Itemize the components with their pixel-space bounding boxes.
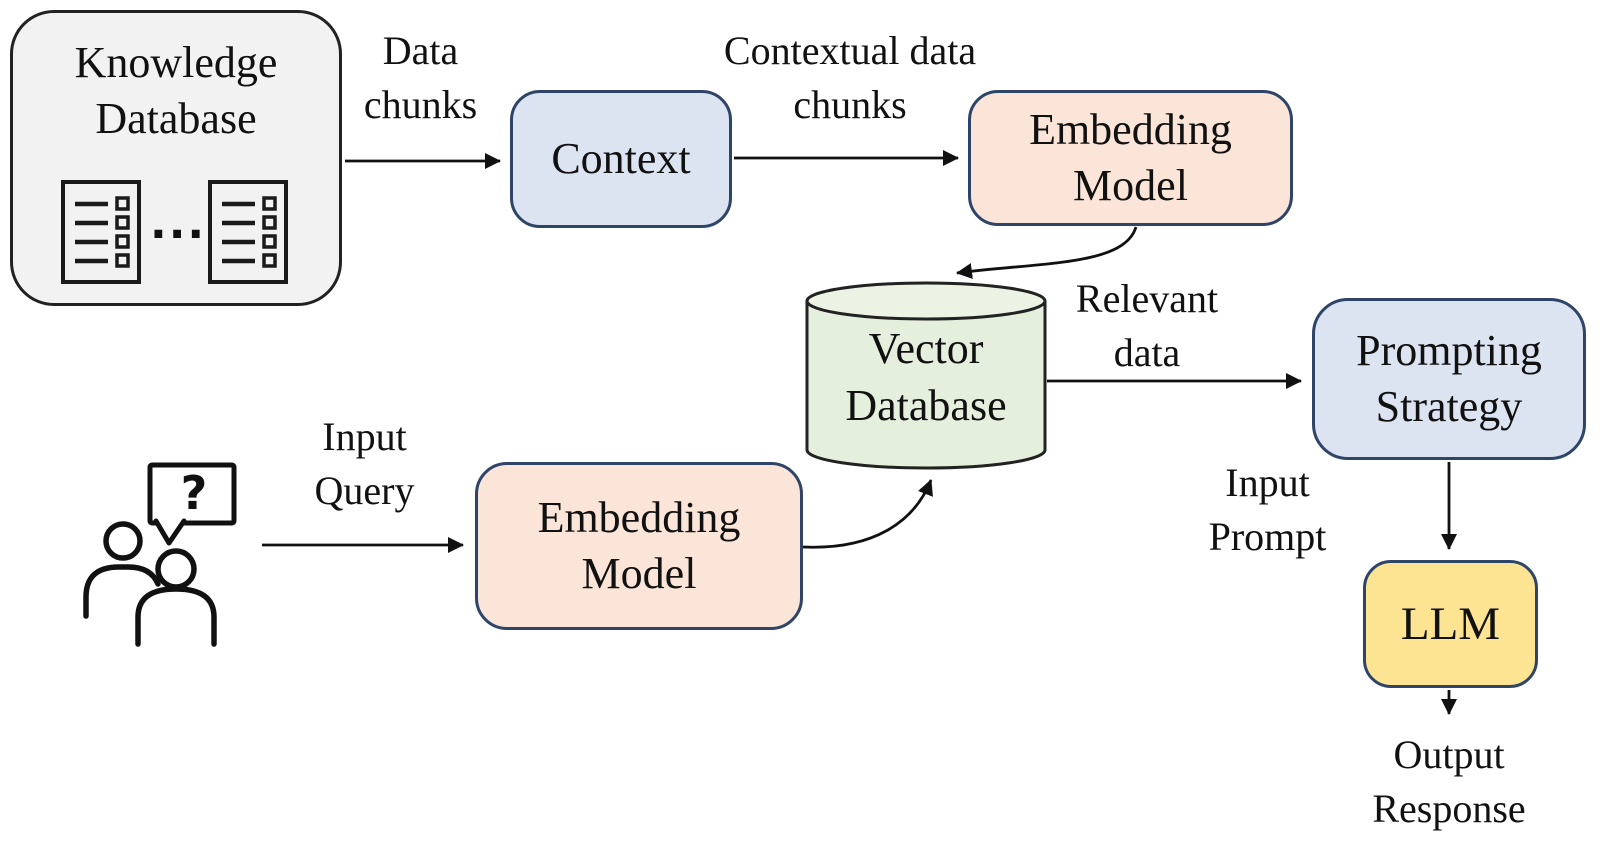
- embedding-model-top-line2: Model: [1073, 161, 1188, 210]
- documents-ellipsis: ...: [150, 198, 207, 249]
- knowledge-database-label-line2: Database: [95, 94, 257, 143]
- output-response-label: Output Response: [1372, 732, 1526, 831]
- vector-database-line1: Vector: [868, 324, 984, 373]
- llm-label: LLM: [1400, 598, 1501, 650]
- prompting-strategy-line1: Prompting: [1356, 326, 1542, 375]
- prompting-strategy-node: Prompting Strategy: [1312, 298, 1586, 460]
- arrow-embedding-to-vectordb-up: [802, 479, 933, 549]
- embedding-model-top-line1: Embedding: [1029, 105, 1232, 154]
- knowledge-database-label-line1: Knowledge: [74, 38, 278, 87]
- embedding-model-top-node: Embedding Model: [968, 90, 1293, 226]
- context-label: Context: [551, 134, 691, 183]
- person-head-icon: [155, 548, 197, 590]
- arrow-embedding-to-vectordb: [956, 226, 1138, 280]
- speech-bubble-tail: [154, 518, 186, 544]
- input-query-edge-label: Input Query: [314, 414, 415, 513]
- vector-database-label: Vector Database: [807, 320, 1045, 434]
- context-node: Context: [510, 90, 732, 228]
- prompting-strategy-line2: Strategy: [1375, 382, 1523, 431]
- person-head-icon: [103, 521, 143, 561]
- relevant-data-edge-label: Relevant data: [1075, 276, 1219, 375]
- person-shoulders-icon: [83, 564, 161, 619]
- question-mark: ?: [180, 466, 208, 520]
- person-shoulders-icon: [135, 586, 217, 647]
- vector-database-line2: Database: [845, 381, 1007, 430]
- input-prompt-edge-label: Input Prompt: [1208, 460, 1327, 559]
- speech-bubble-tail-stroke: [153, 518, 187, 546]
- data-chunks-edge-label: Data chunks: [363, 28, 478, 127]
- llm-node: LLM: [1363, 560, 1538, 688]
- embedding-model-bottom-line1: Embedding: [537, 493, 741, 542]
- embedding-model-bottom-line2: Model: [581, 549, 697, 598]
- contextual-data-chunks-edge-label: Contextual data chunks: [723, 28, 977, 127]
- knowledge-database-node: Knowledge Database: [10, 10, 342, 306]
- embedding-model-bottom-node: Embedding Model: [475, 462, 803, 630]
